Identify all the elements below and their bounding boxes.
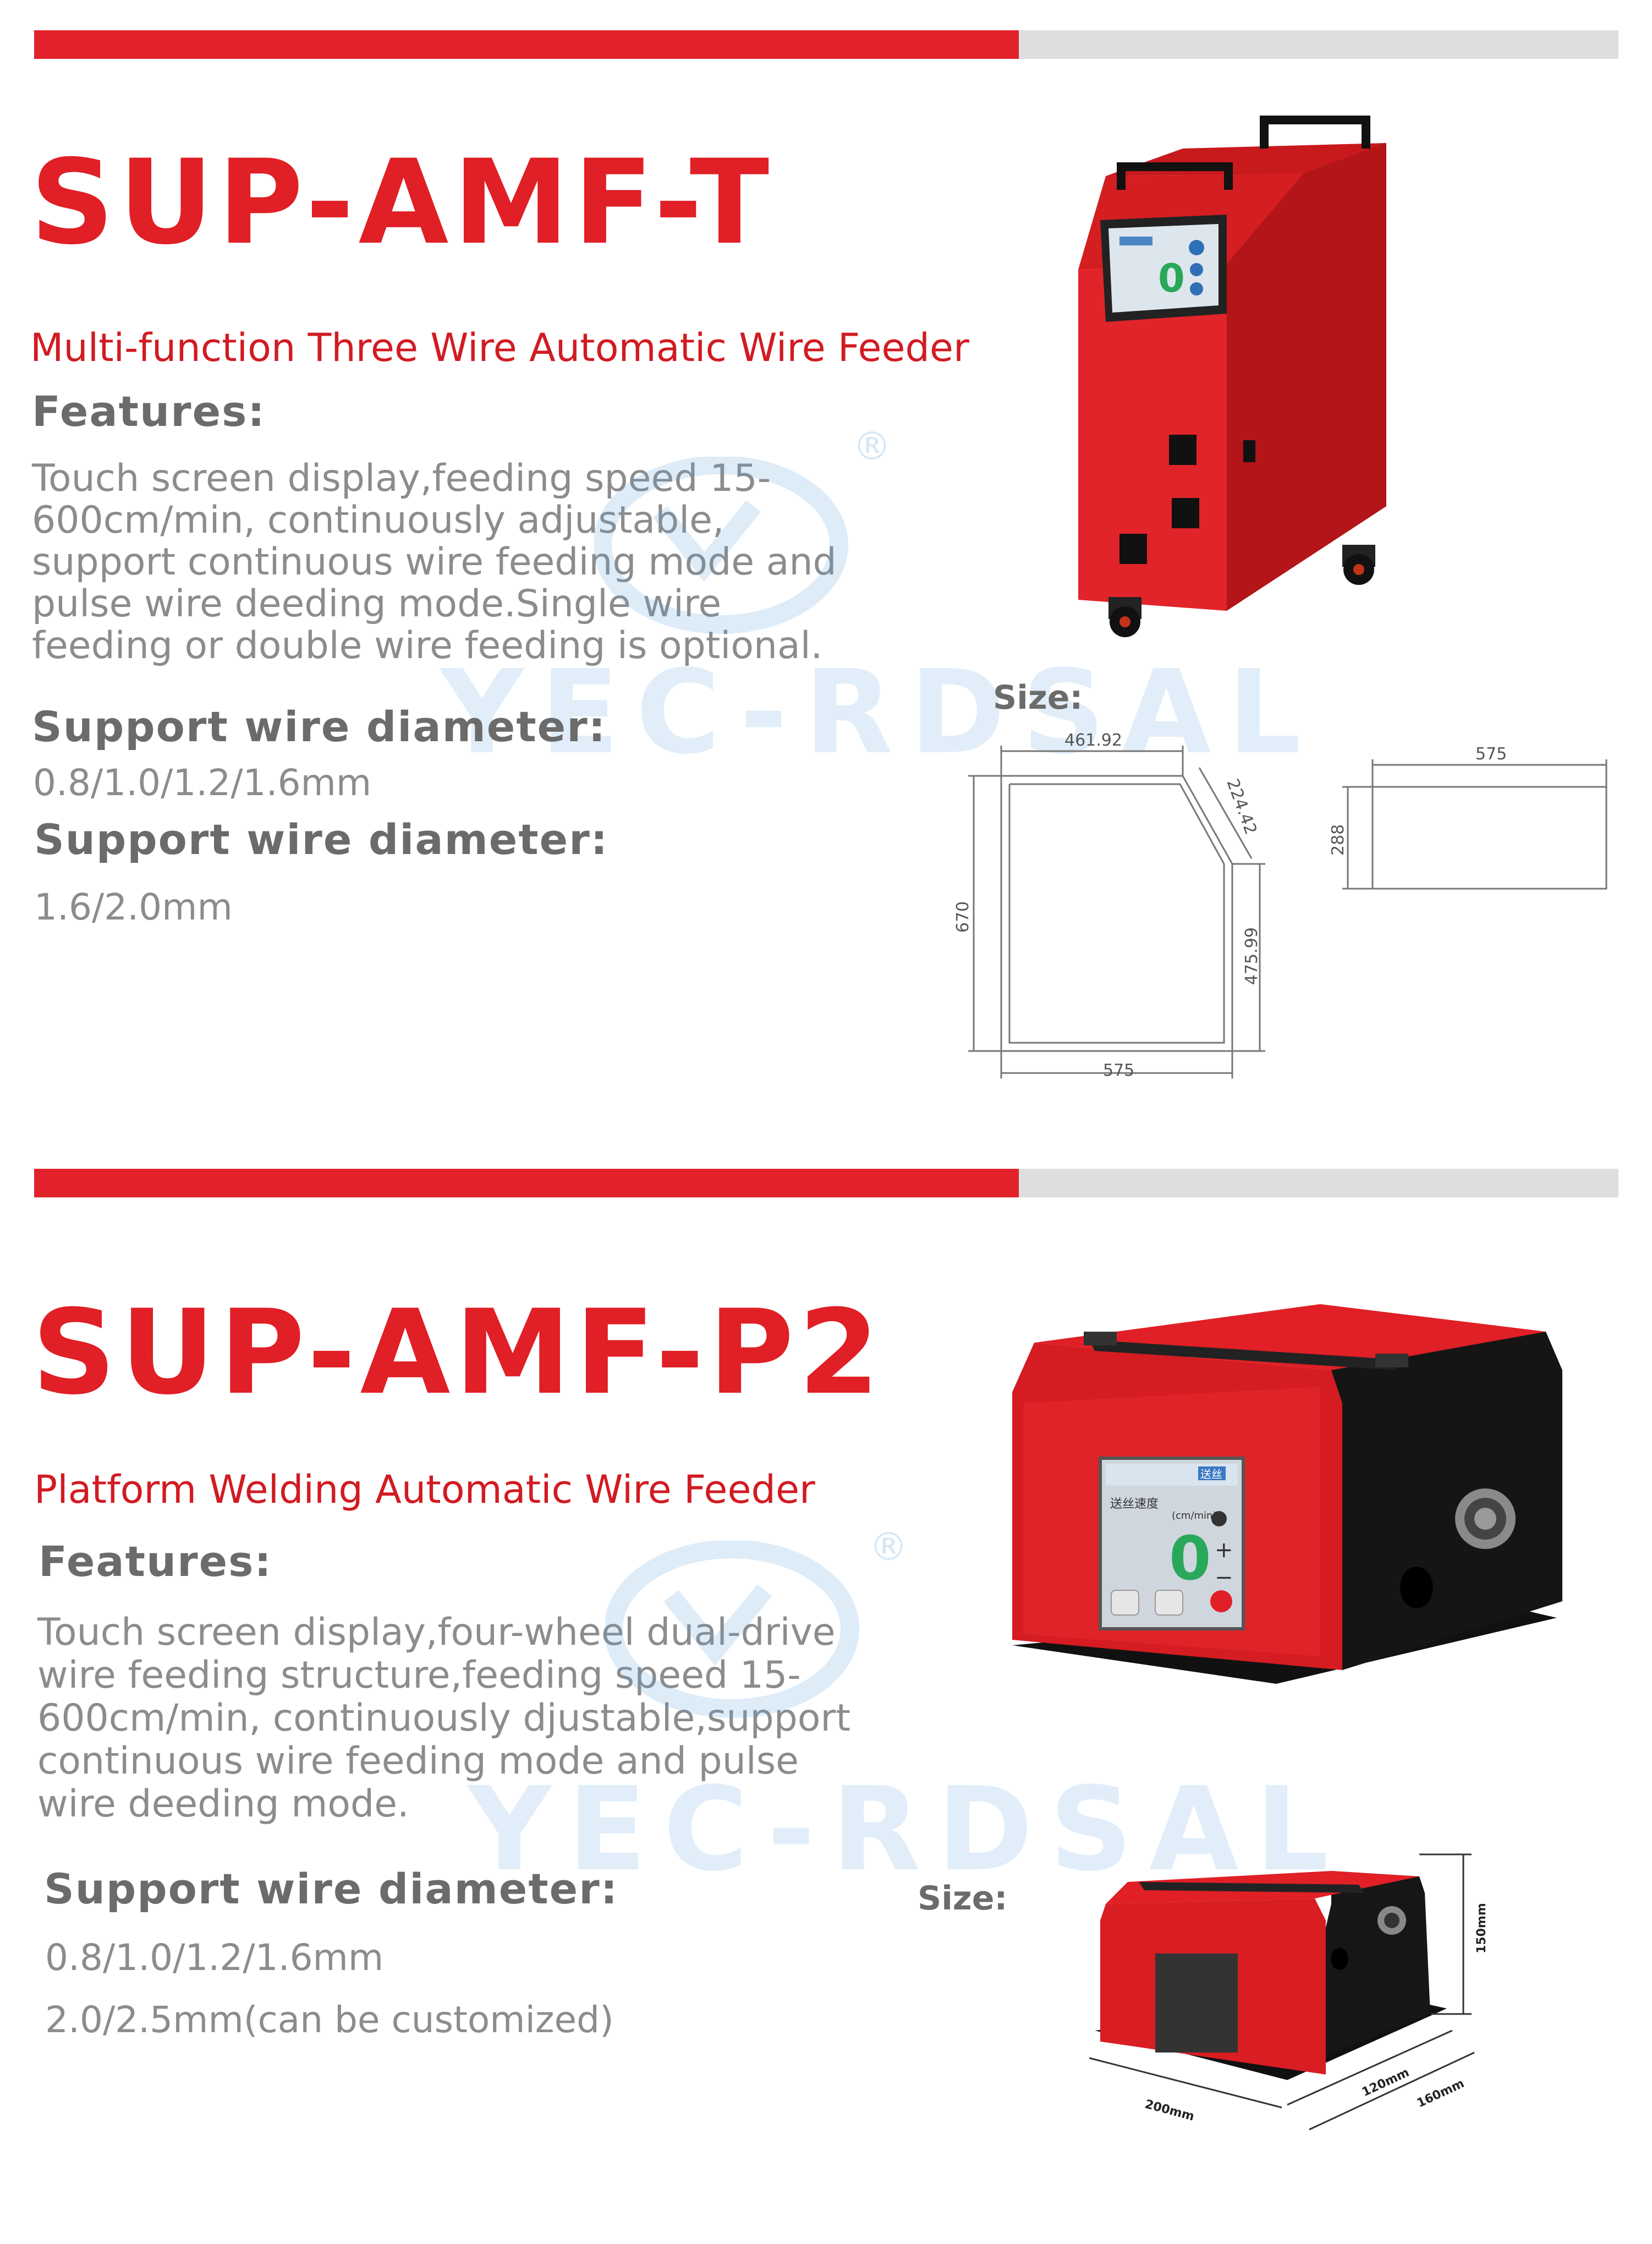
features-heading: Features:	[39, 1537, 272, 1586]
wire-diameter-heading-secondary: Support wire diameter:	[34, 815, 609, 864]
dim-width: 200mm	[1143, 2098, 1195, 2124]
product-subtitle: Platform Welding Automatic Wire Feeder	[34, 1467, 815, 1512]
dim-left: 670	[953, 901, 973, 933]
screen-title: 送丝速度	[1110, 1497, 1159, 1511]
model-title: SUP-AMF-P2	[32, 1284, 884, 1420]
screen-badge: 送丝	[1200, 1468, 1222, 1481]
dim-top-view-height: 288	[1331, 824, 1348, 856]
top-accent-bar-grey	[1019, 30, 1618, 59]
dim-top-view-width: 575	[1475, 745, 1507, 764]
section-accent-bar-red	[34, 1169, 1019, 1197]
wire-diameter-value-secondary: 1.6/2.0mm	[34, 886, 233, 928]
dim-height: 150mm	[1475, 1903, 1489, 1953]
product-subtitle: Multi-function Three Wire Automatic Wire…	[30, 325, 969, 370]
dimension-drawing-front: 461.92 224.42 670 475.99 575	[953, 731, 1265, 1080]
dim-top: 461.92	[1064, 731, 1122, 750]
features-description: Touch screen display,feeding speed 15- 6…	[32, 458, 837, 667]
registered-mark-icon: ®	[869, 1524, 908, 1569]
watermark-logo-icon	[605, 1541, 859, 1718]
wire-diameter-heading: Support wire diameter:	[44, 1864, 619, 1913]
features-line: Touch screen display,feeding speed 15-	[32, 457, 771, 500]
dim-right: 475.99	[1242, 927, 1261, 985]
size-label: Size:	[993, 678, 1083, 717]
model-title: SUP-AMF-T	[30, 134, 774, 270]
top-accent-bar-red	[34, 30, 1019, 59]
screen-plus: +	[1215, 1537, 1233, 1563]
wire-diameter-value: 0.8/1.0/1.2/1.6mm	[33, 762, 372, 804]
registered-mark-icon: ®	[853, 424, 891, 469]
features-line: wire feeding structure,feeding speed 15-	[37, 1654, 801, 1697]
features-line: pulse wire deeding mode.Single wire	[32, 582, 722, 626]
features-line: 600cm/min, continuously djustable,suppor…	[37, 1696, 851, 1740]
watermark-text: YEC-RDSAL	[468, 1762, 1346, 1897]
product-image-amf-p2: 送丝 送丝速度 (cm/min) 0 + −	[1012, 1304, 1562, 1684]
screen-value: 0	[1158, 256, 1185, 301]
wire-diameter-heading: Support wire diameter:	[32, 702, 607, 751]
features-description: Touch screen display,four-wheel dual-dri…	[37, 1611, 850, 1826]
section-accent-bar-grey	[1019, 1169, 1618, 1197]
dimension-drawing-p2: 200mm 120mm 160mm 150mm	[1089, 1853, 1489, 2131]
dimension-drawing-top: 575 288	[1331, 745, 1607, 890]
dim-slant: 224.42	[1222, 776, 1260, 838]
features-line: support continuous wire feeding mode and	[32, 540, 837, 584]
screen-unit: (cm/min)	[1172, 1510, 1216, 1521]
screen-minus: −	[1215, 1565, 1233, 1590]
features-heading: Features:	[32, 387, 266, 436]
screen-value: 0	[1169, 1523, 1211, 1594]
features-line: continuous wire feeding mode and pulse	[37, 1739, 799, 1783]
dim-bottom: 575	[1103, 1061, 1134, 1080]
wire-diameter-value-secondary: 2.0/2.5mm(can be customized)	[45, 1999, 614, 2041]
dim-depth-outer: 160mm	[1415, 2077, 1467, 2110]
features-line: feeding or double wire feeding is option…	[32, 624, 823, 667]
wire-diameter-value: 0.8/1.0/1.2/1.6mm	[45, 1936, 384, 1979]
product-image-amf-t: 0	[1078, 116, 1386, 637]
watermark-logo-icon	[594, 457, 848, 634]
size-label: Size:	[918, 1879, 1008, 1918]
features-line: wire deeding mode.	[37, 1782, 409, 1826]
features-line: 600cm/min, continuously adjustable,	[32, 499, 725, 542]
features-line: Touch screen display,four-wheel dual-dri…	[37, 1611, 836, 1654]
